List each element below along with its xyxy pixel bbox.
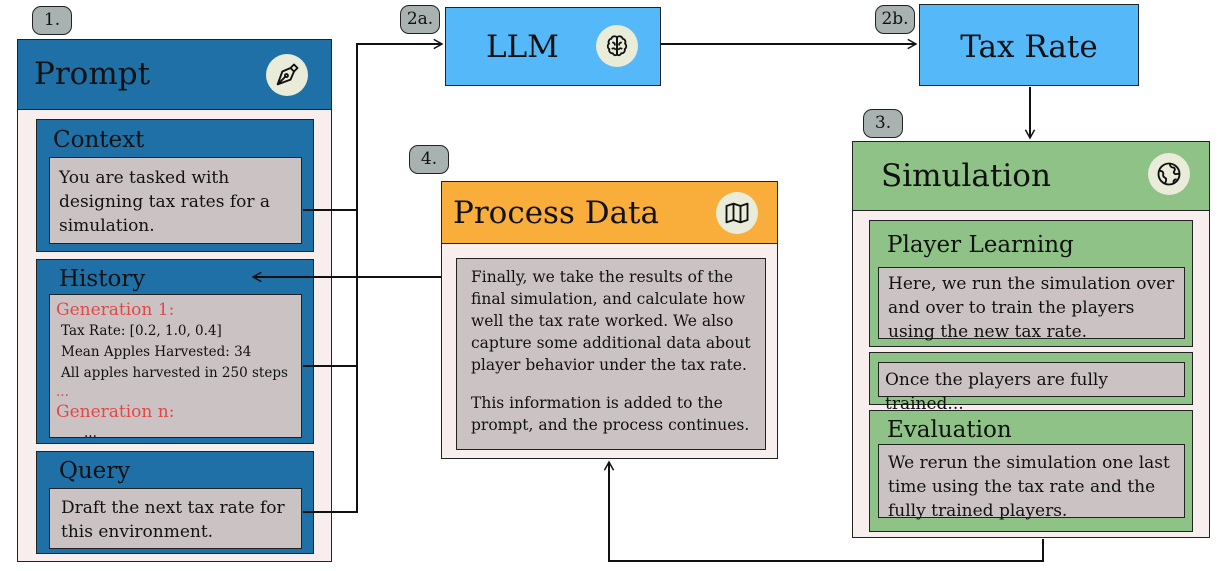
context-text: You are tasked with designing tax rates … — [49, 157, 302, 244]
prompt-panel: Prompt Context You are tasked with desig… — [17, 39, 332, 562]
step-badge-2a: 2a. — [400, 5, 440, 34]
arrow-simulation-to-process-data — [603, 460, 1044, 562]
arrow-prompt-to-llm — [303, 38, 444, 211]
history-ellipsis-red: ... — [56, 384, 69, 400]
query-section: Query Draft the next tax rate for this e… — [36, 451, 314, 554]
generation-1-label: Generation 1: — [56, 300, 175, 320]
process-data-paragraph-2: This information is added to the prompt,… — [471, 394, 750, 434]
history-line-mean-apples: Mean Apples Harvested: 34 — [61, 344, 252, 360]
globe-icon — [1148, 153, 1190, 195]
pen-nib-icon — [266, 54, 308, 96]
player-learning-text: Here, we run the simulation over and ove… — [878, 267, 1185, 342]
step-badge-2b: 2b. — [875, 5, 915, 34]
simulation-header: Simulation — [853, 142, 1209, 211]
player-learning-title: Player Learning — [887, 232, 1074, 258]
tax-rate-box: Tax Rate — [919, 4, 1139, 86]
history-ellipsis: ... — [84, 425, 97, 441]
step-badge-3: 3. — [863, 109, 903, 138]
history-text: Generation 1: Tax Rate: [0.2, 1.0, 0.4] … — [49, 294, 302, 441]
process-data-text: Finally, we take the results of the fina… — [456, 258, 766, 450]
history-line-tax-rate: Tax Rate: [0.2, 1.0, 0.4] — [61, 323, 222, 339]
llm-box: LLM — [445, 7, 661, 86]
query-title: Query — [59, 458, 131, 484]
evaluation-title: Evaluation — [887, 417, 1012, 443]
context-section: Context You are tasked with designing ta… — [36, 119, 314, 252]
connector-query-to-bus — [303, 210, 358, 513]
process-data-paragraph-1: Finally, we take the results of the fina… — [471, 268, 751, 374]
evaluation-text: We rerun the simulation one last time us… — [878, 444, 1185, 521]
simulation-panel: Simulation Player Learning Here, we run … — [852, 141, 1210, 538]
prompt-header: Prompt — [18, 40, 331, 110]
brain-icon — [596, 25, 638, 67]
tax-rate-title: Tax Rate — [960, 29, 1098, 65]
generation-n-label: Generation n: — [56, 402, 175, 422]
trained-note-text: Once the players are fully trained... — [878, 362, 1185, 414]
history-line-all-apples: All apples harvested in 250 steps — [61, 365, 288, 381]
prompt-title: Prompt — [34, 56, 151, 92]
step-badge-1: 1. — [32, 6, 72, 35]
process-data-panel: Process Data Finally, we take the result… — [441, 181, 778, 459]
trained-note-section: Once the players are fully trained... — [869, 352, 1193, 414]
map-icon — [716, 192, 758, 234]
query-text: Draft the next tax rate for this environ… — [49, 488, 302, 549]
history-title: History — [59, 266, 146, 292]
process-data-title: Process Data — [453, 195, 659, 231]
history-section: History Generation 1: Tax Rate: [0.2, 1.… — [36, 259, 314, 444]
player-learning-section: Player Learning Here, we run the simulat… — [869, 220, 1193, 347]
step-badge-4: 4. — [409, 145, 449, 174]
llm-title: LLM — [486, 29, 559, 65]
evaluation-section: Evaluation We rerun the simulation one l… — [869, 410, 1193, 532]
process-data-header: Process Data — [442, 182, 777, 244]
context-title: Context — [53, 127, 145, 153]
simulation-title: Simulation — [881, 158, 1051, 194]
